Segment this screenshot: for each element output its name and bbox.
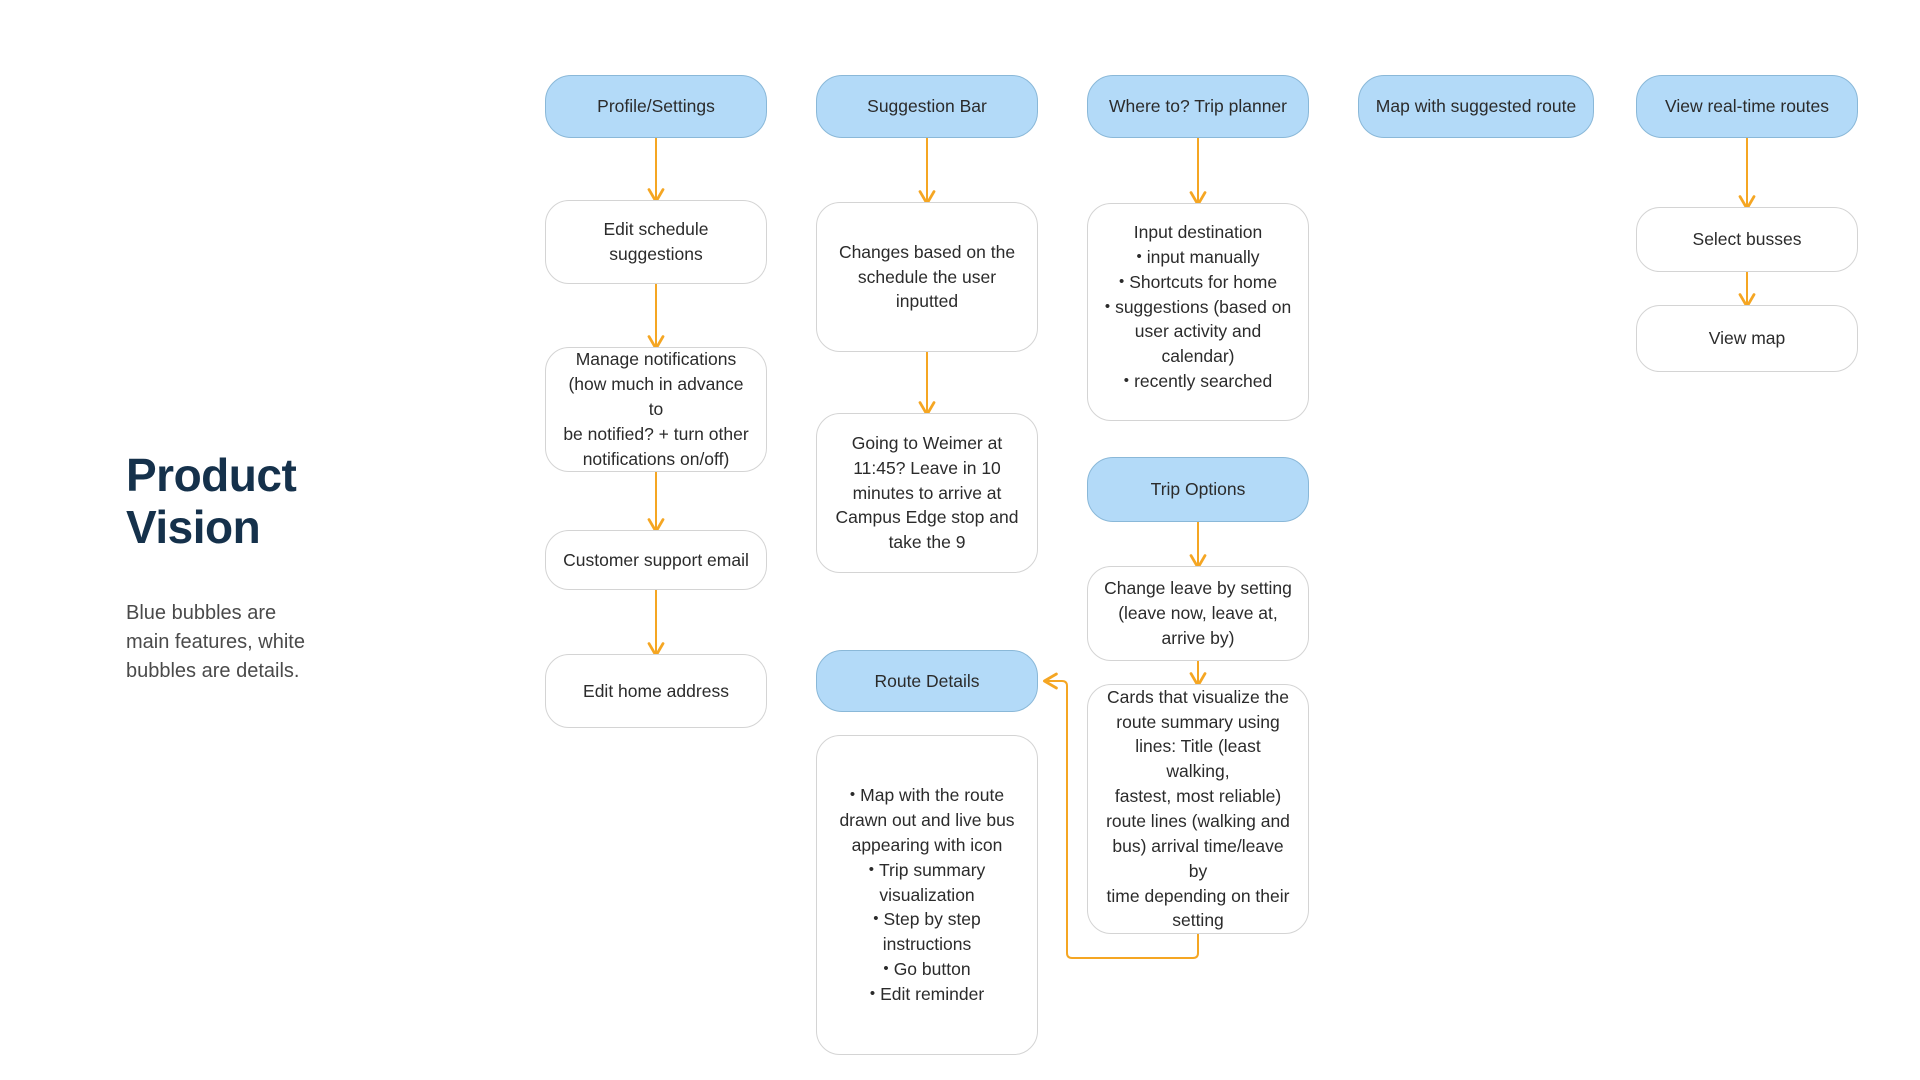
node-suggestion-bar-label: Suggestion Bar	[867, 96, 987, 117]
bullet-icon: •	[1123, 372, 1130, 390]
list-item: •recently searched	[1123, 371, 1273, 392]
page-subtitle-legend: Blue bubbles are main features, white bu…	[126, 602, 305, 683]
list-item: •Go button	[883, 959, 971, 980]
list-item: •Map with the route drawn out and live b…	[839, 785, 1015, 855]
node-going-to-weimer-label: Going to Weimer at 11:45? Leave in 10 mi…	[835, 432, 1019, 553]
node-changes-based-on-schedule[interactable]: Changes based on the schedule the user i…	[816, 202, 1038, 352]
node-going-to-weimer[interactable]: Going to Weimer at 11:45? Leave in 10 mi…	[816, 413, 1038, 573]
node-suggestion-bar[interactable]: Suggestion Bar	[816, 75, 1038, 138]
node-edit-schedule-suggestions[interactable]: Edit schedule suggestions	[545, 200, 767, 284]
list-item: •Edit reminder	[869, 983, 985, 1004]
node-customer-support-email[interactable]: Customer support email	[545, 530, 767, 590]
node-cards-visualize-route-summary-label: Cards that visualize the route summary u…	[1106, 686, 1290, 931]
node-select-busses[interactable]: Select busses	[1636, 207, 1858, 272]
bullet-icon: •	[869, 984, 876, 1002]
node-changes-based-on-schedule-label: Changes based on the schedule the user i…	[838, 241, 1016, 312]
route-details-bullet-list: •Map with the route drawn out and live b…	[831, 783, 1023, 1007]
bullet-icon: •	[883, 960, 889, 978]
list-item: •Shortcuts for home	[1118, 271, 1278, 292]
node-cards-visualize-route-summary[interactable]: Cards that visualize the route summary u…	[1087, 684, 1309, 934]
node-trip-planner[interactable]: Where to? Trip planner	[1087, 75, 1309, 138]
node-route-details[interactable]: Route Details	[816, 650, 1038, 712]
node-view-real-time-routes-label: View real-time routes	[1664, 96, 1830, 117]
node-view-map-label: View map	[1708, 328, 1786, 349]
node-route-details-list[interactable]: •Map with the route drawn out and live b…	[816, 735, 1038, 1055]
bullet-icon: •	[849, 786, 856, 804]
bullet-icon: •	[1104, 297, 1111, 315]
node-manage-notifications[interactable]: Manage notifications (how much in advanc…	[545, 347, 767, 472]
node-change-leave-by-setting[interactable]: Change leave by setting (leave now, leav…	[1087, 566, 1309, 661]
node-change-leave-by-setting-label: Change leave by setting (leave now, leav…	[1104, 578, 1292, 648]
node-edit-schedule-suggestions-label: Edit schedule suggestions	[603, 219, 709, 264]
node-edit-home-address-label: Edit home address	[583, 680, 729, 701]
node-trip-options-label: Trip Options	[1150, 479, 1246, 500]
node-trip-planner-label: Where to? Trip planner	[1108, 96, 1287, 117]
bullet-icon: •	[868, 860, 874, 878]
node-map-with-suggested-route-label: Map with suggested route	[1375, 96, 1577, 117]
bullet-icon: •	[1136, 247, 1142, 265]
node-input-destination[interactable]: Input destination •input manually •Short…	[1087, 203, 1309, 421]
page-title: Product Vision	[126, 449, 297, 553]
list-item: •suggestions (based on user activity and…	[1104, 296, 1292, 367]
node-select-busses-label: Select busses	[1692, 229, 1802, 250]
list-item: •Trip summary visualization	[868, 859, 986, 905]
node-customer-support-email-label: Customer support email	[563, 549, 749, 570]
input-destination-heading: Input destination	[1133, 222, 1263, 242]
node-profile-settings-label: Profile/Settings	[597, 96, 715, 117]
node-edit-home-address[interactable]: Edit home address	[545, 654, 767, 728]
input-destination-bullet-list: •input manually •Shortcuts for home •sug…	[1102, 245, 1294, 394]
bullet-icon: •	[1118, 272, 1125, 290]
node-profile-settings[interactable]: Profile/Settings	[545, 75, 767, 138]
node-route-details-label: Route Details	[874, 670, 980, 691]
title-block: Product Vision Blue bubbles are main fea…	[126, 449, 386, 686]
node-view-real-time-routes[interactable]: View real-time routes	[1636, 75, 1858, 138]
node-manage-notifications-label: Manage notifications (how much in advanc…	[563, 349, 749, 469]
list-item: •input manually	[1136, 246, 1260, 267]
node-trip-options[interactable]: Trip Options	[1087, 457, 1309, 522]
list-item: •Step by step instructions	[873, 909, 981, 955]
bullet-icon: •	[873, 910, 879, 928]
node-view-map[interactable]: View map	[1636, 305, 1858, 372]
node-map-with-suggested-route[interactable]: Map with suggested route	[1358, 75, 1594, 138]
